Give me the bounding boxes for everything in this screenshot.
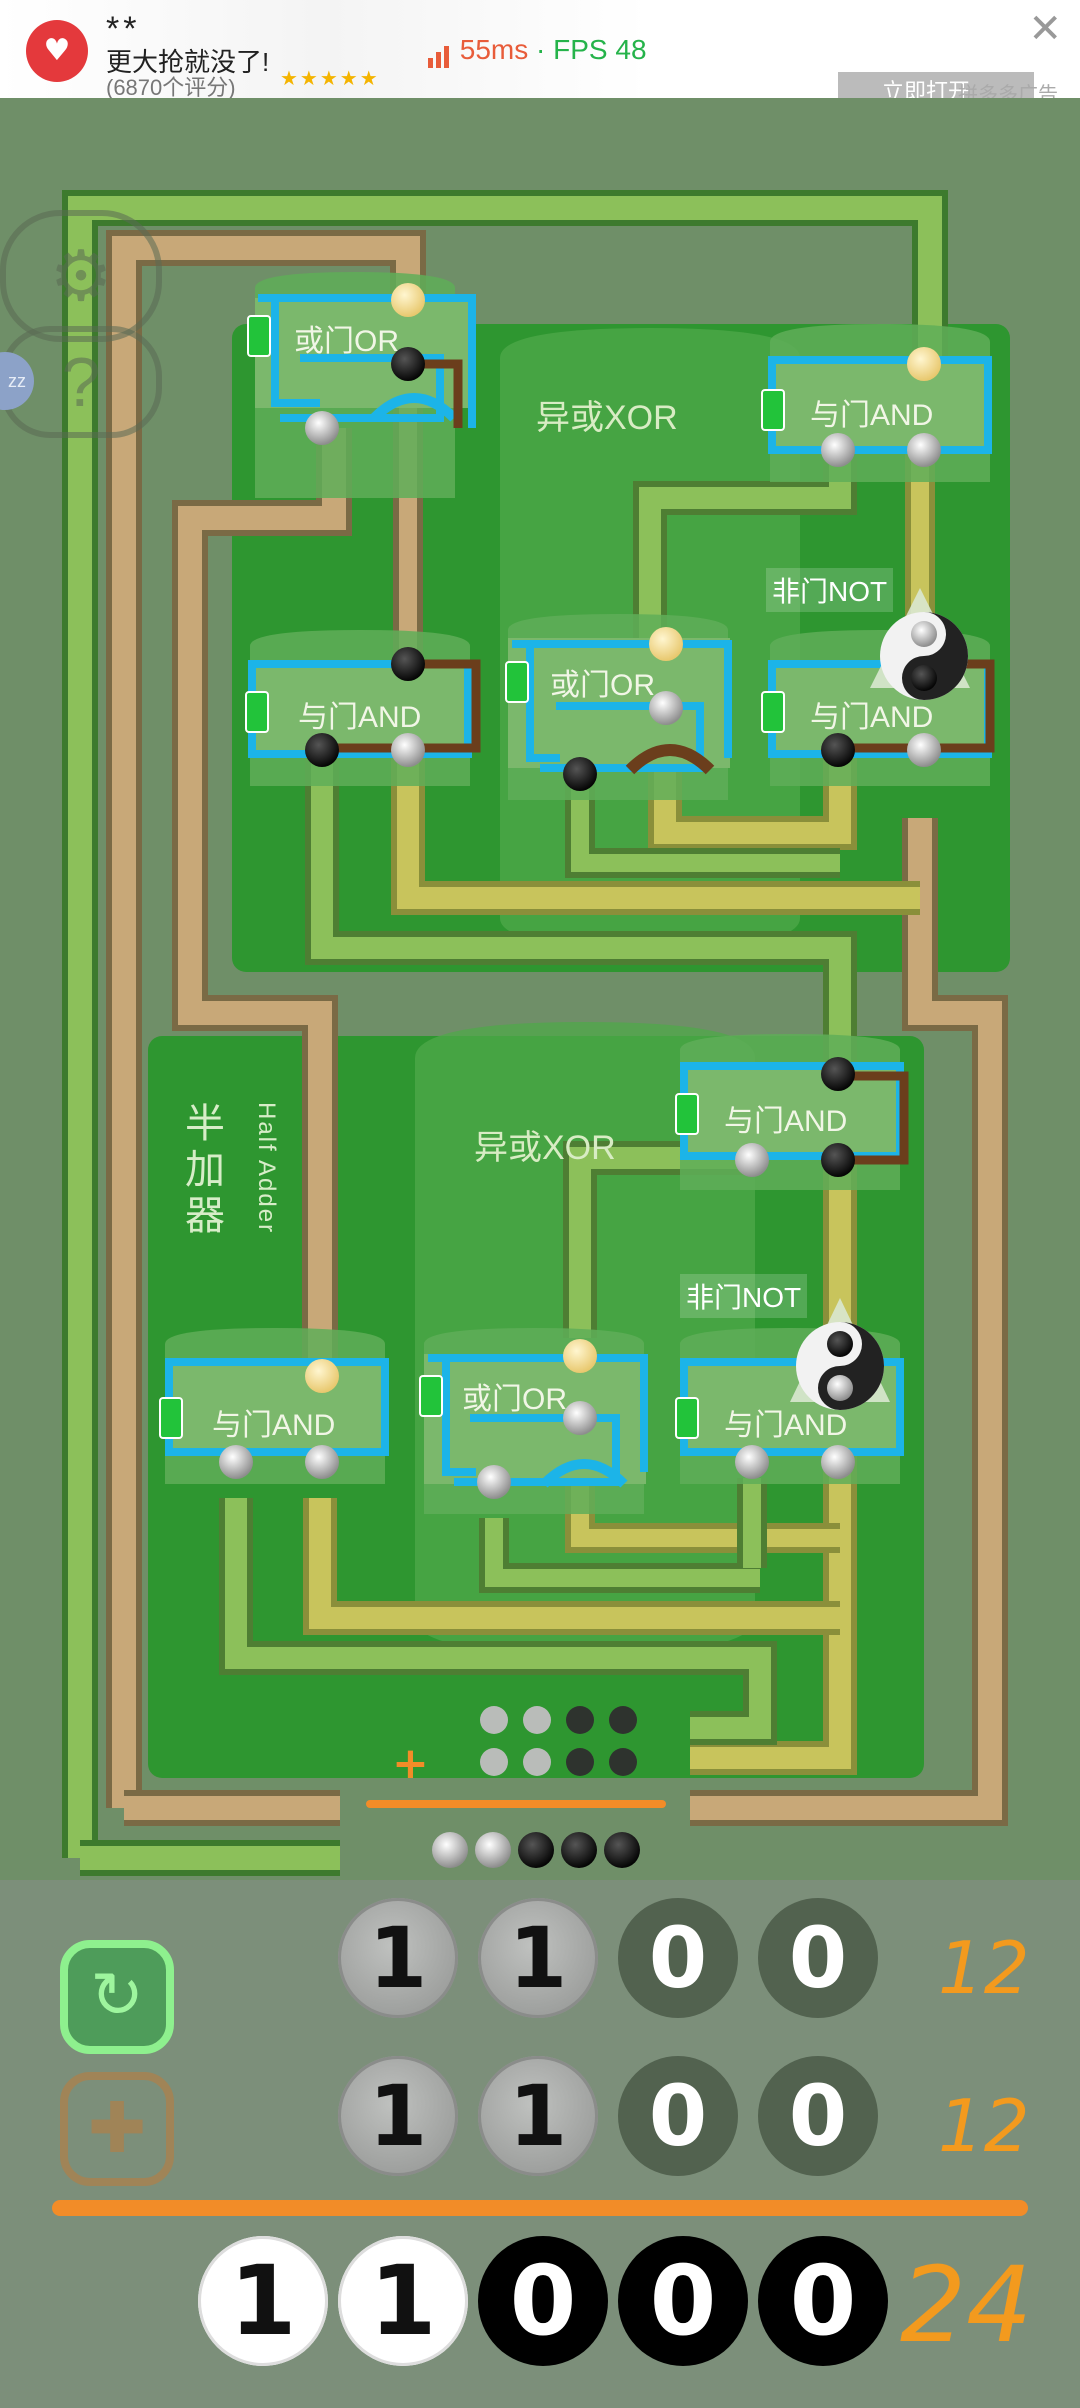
gear-icon[interactable]: ⚙ [0, 210, 162, 342]
tray-line [366, 1800, 666, 1808]
ping-text: 55ms [459, 34, 529, 65]
row2-bit-3[interactable]: 0 [758, 2056, 878, 2176]
top-xor-label: 异或XOR [536, 399, 678, 437]
bottom-xor-label: 异或XOR [474, 1129, 616, 1167]
tray-output-ball [561, 1832, 597, 1868]
gate-label-and-1: 与门AND [810, 399, 934, 432]
performance-indicator: 55ms · FPS 48 [428, 34, 647, 68]
gate-label-or-3: 或门OR [462, 1383, 567, 1416]
not-switch-2[interactable] [796, 1322, 884, 1410]
half-adder-title: 半加器 [185, 1102, 225, 1238]
tray-input-ball [566, 1748, 594, 1776]
ball-rows [432, 1706, 640, 1868]
not-switch-1[interactable] [880, 612, 968, 700]
gate-label-and-5: 与门AND [212, 1409, 336, 1442]
row1-value: 12 [938, 1926, 1030, 2010]
ad-app-name: ** [106, 10, 141, 48]
ad-subtitle: 更大抢就没了! [106, 47, 270, 77]
tray-input-ball [480, 1706, 508, 1734]
plus-icon: ✚ [87, 2087, 147, 2169]
tray-input-ball [609, 1706, 637, 1734]
gate-label-or-2: 或门OR [550, 669, 655, 702]
ad-banner[interactable]: ♥ ** 更大抢就没了! (6870个评分) ★★★★★ 55ms · FPS … [0, 0, 1080, 100]
tray-output-ball [432, 1832, 468, 1868]
gate-label-not-1: 非门NOT [766, 568, 894, 612]
row1-bit-2[interactable]: 0 [618, 1898, 738, 2018]
add-button[interactable]: ✚ [60, 2072, 174, 2186]
row2-bit-1[interactable]: 1 [478, 2056, 598, 2176]
ad-rating: (6870个评分) [106, 75, 236, 100]
sum-divider [52, 2200, 1028, 2216]
reset-icon: ↻ [90, 1959, 144, 2033]
gate-label-and-3: 与门AND [810, 701, 934, 734]
result-value: 24 [900, 2244, 1033, 2366]
sum-panel: ↻ ✚ 1 1 0 0 12 1 1 0 0 12 1 1 0 0 0 24 [0, 1880, 1080, 2408]
row1-bit-0[interactable]: 1 [338, 1898, 458, 2018]
perf-separator: · [536, 34, 546, 65]
row2-value: 12 [938, 2084, 1030, 2168]
battery-icons [159, 315, 785, 1439]
tray-output-ball [518, 1832, 554, 1868]
tray-input-ball [566, 1706, 594, 1734]
half-adder-subtitle: Half Adder [253, 1102, 280, 1235]
tray-output-ball [475, 1832, 511, 1868]
tray-input-ball [523, 1748, 551, 1776]
result-bit-1: 1 [338, 2236, 468, 2366]
row2-bit-2[interactable]: 0 [618, 2056, 738, 2176]
result-bit-3: 0 [618, 2236, 748, 2366]
ad-more-link[interactable]: 拼多多广告 [958, 84, 1058, 100]
gate-label-and-6: 与门AND [724, 1409, 848, 1442]
row2-bit-0[interactable]: 1 [338, 2056, 458, 2176]
fps-text: FPS 48 [553, 34, 647, 65]
tray-input-ball [609, 1748, 637, 1776]
tray-input-ball [480, 1748, 508, 1776]
row1-bit-1[interactable]: 1 [478, 1898, 598, 2018]
row1-bit-3[interactable]: 0 [758, 1898, 878, 2018]
game-board: 或门OR 与门AND 非门NOT 与门AND 或门OR 与门AND 与门AND … [0, 98, 1080, 1880]
ad-close-icon[interactable]: ✕ [1028, 6, 1062, 52]
ad-open-button[interactable]: 立即打开 [838, 72, 1034, 98]
tray-output-ball [604, 1832, 640, 1868]
reset-button[interactable]: ↻ [60, 1940, 174, 2054]
circuit-canvas [0, 98, 1080, 1880]
gate-label-or-1: 或门OR [294, 325, 399, 358]
result-bit-0: 1 [198, 2236, 328, 2366]
gate-label-and-2: 与门AND [298, 701, 422, 734]
result-bit-2: 0 [478, 2236, 608, 2366]
gate-label-and-4: 与门AND [724, 1105, 848, 1138]
tray-plus-symbol: + [392, 1738, 429, 1789]
signal-bars-icon [428, 36, 452, 68]
gate-label-not-2: 非门NOT [680, 1274, 808, 1318]
ad-app-logo-icon[interactable]: ♥ [26, 20, 88, 82]
tray-input-ball [523, 1706, 551, 1734]
ad-stars: ★★★★★ [280, 66, 380, 90]
result-bit-4: 0 [758, 2236, 888, 2366]
